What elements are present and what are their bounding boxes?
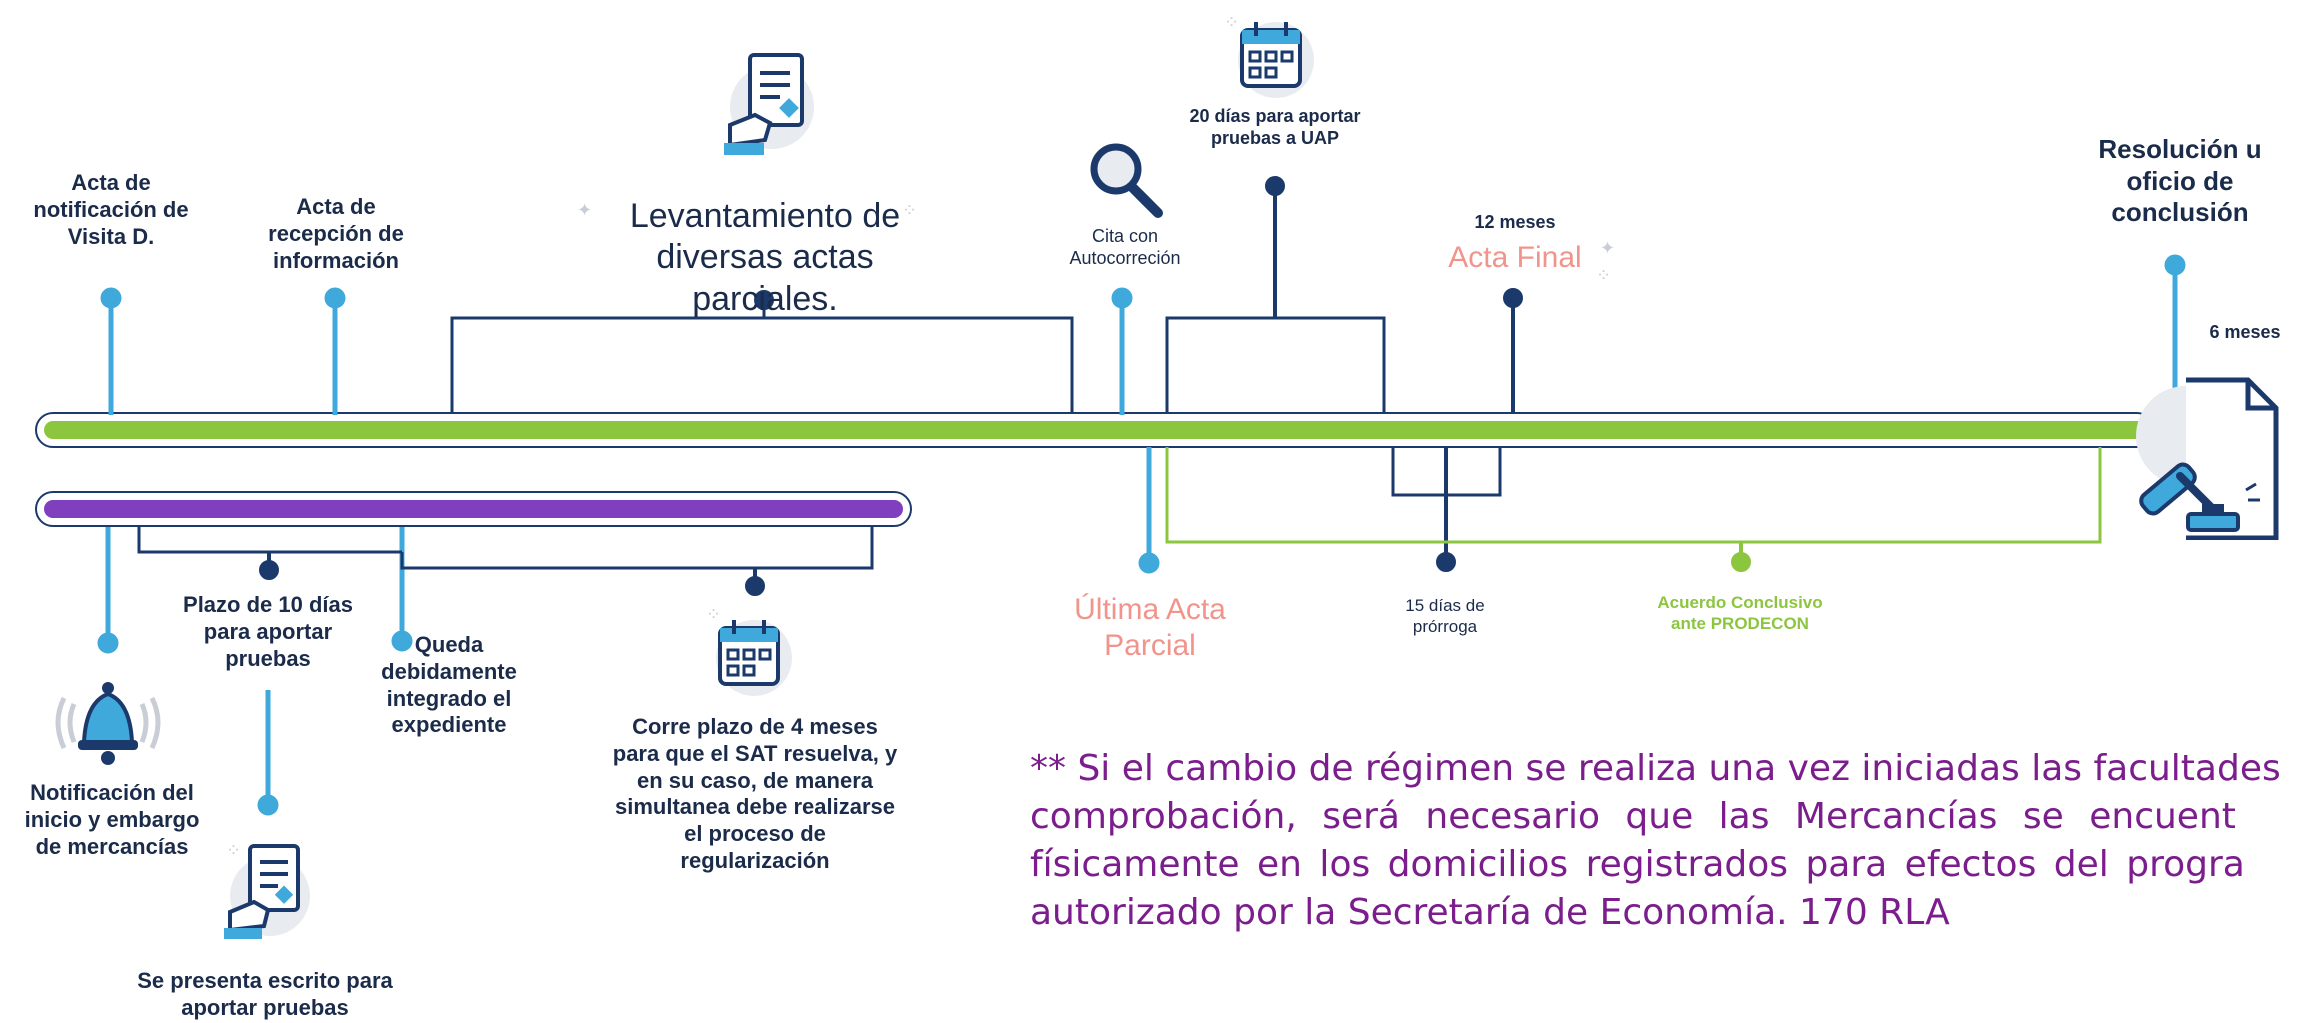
label-quince-dias: 15 días de prórroga (1405, 596, 1485, 636)
footnote-paragraph: ** Si el cambio de régimen se realiza un… (1030, 745, 2318, 937)
label-se-presenta: Se presenta escrito para aportar pruebas (137, 968, 393, 1020)
label-notificacion-inicio: Notificación del inicio y embargo de mer… (24, 780, 200, 859)
label-levantamiento: Levantamiento de diversas actas parciale… (629, 197, 901, 318)
label-plazo-10-dias: Plazo de 10 días para aportar pruebas (183, 592, 353, 671)
sparkle-decoration: ⁘ (706, 604, 722, 624)
label-ultima-acta: Última Acta (1074, 593, 1226, 626)
sparkle-decoration: ⁘ (902, 200, 918, 220)
document-hand-icon (224, 844, 310, 939)
calendar-icon (716, 620, 792, 696)
label-acta-notificacion: Acta de notificación de Visita D. (33, 170, 189, 249)
footnote-line: comprobación, será necesario que las Mer… (1030, 795, 2236, 837)
sparkle-decoration: ✦ (1600, 238, 1616, 258)
main-timeline-bar (44, 421, 2146, 439)
footnote-line: autorizado por la Secretaría de Economía… (1030, 891, 1950, 933)
footnote-line: ** Si el cambio de régimen se realiza un… (1030, 748, 2281, 789)
bell-icon (55, 682, 161, 765)
label-doce-meses: 12 meses (1474, 212, 1556, 232)
label-corre-plazo: Corre plazo de 4 meses para que el SAT r… (612, 714, 898, 874)
sparkle-decoration: ⁘ (1596, 265, 1612, 285)
label-queda-integrado: Queda debidamente integrado el expedient… (381, 632, 517, 738)
sparkle-decoration: ⁘ (1224, 12, 1240, 32)
label-cita-autocorreccion: Cita con Autocorreción (1069, 226, 1181, 268)
gavel-document-icon (2136, 377, 2279, 540)
secondary-timeline-bar (44, 500, 903, 518)
magnifier-icon (1090, 143, 1163, 218)
label-seis-meses: 6 meses (2209, 322, 2281, 342)
label-acuerdo-conclusivo: Acuerdo Conclusivo ante PRODECON (1657, 593, 1823, 633)
label-resolucion: Resolución u oficio de conclusión (2098, 134, 2262, 228)
secondary-timeline-bar-outline (35, 491, 912, 527)
sparkle-decoration: ⁘ (226, 840, 242, 860)
label-acta-final: Acta Final (1448, 241, 1582, 274)
label-parcial: Parcial (1104, 629, 1196, 662)
label-acta-recepcion: Acta de recepción de información (268, 194, 404, 273)
document-hand-icon (724, 53, 814, 155)
label-veinte-dias: 20 días para aportar pruebas a UAP (1189, 106, 1361, 148)
sparkle-decoration: ✦ (577, 200, 593, 220)
footnote-line: físicamente en los domicilios registrado… (1030, 843, 2245, 885)
calendar-icon (1238, 22, 1314, 98)
